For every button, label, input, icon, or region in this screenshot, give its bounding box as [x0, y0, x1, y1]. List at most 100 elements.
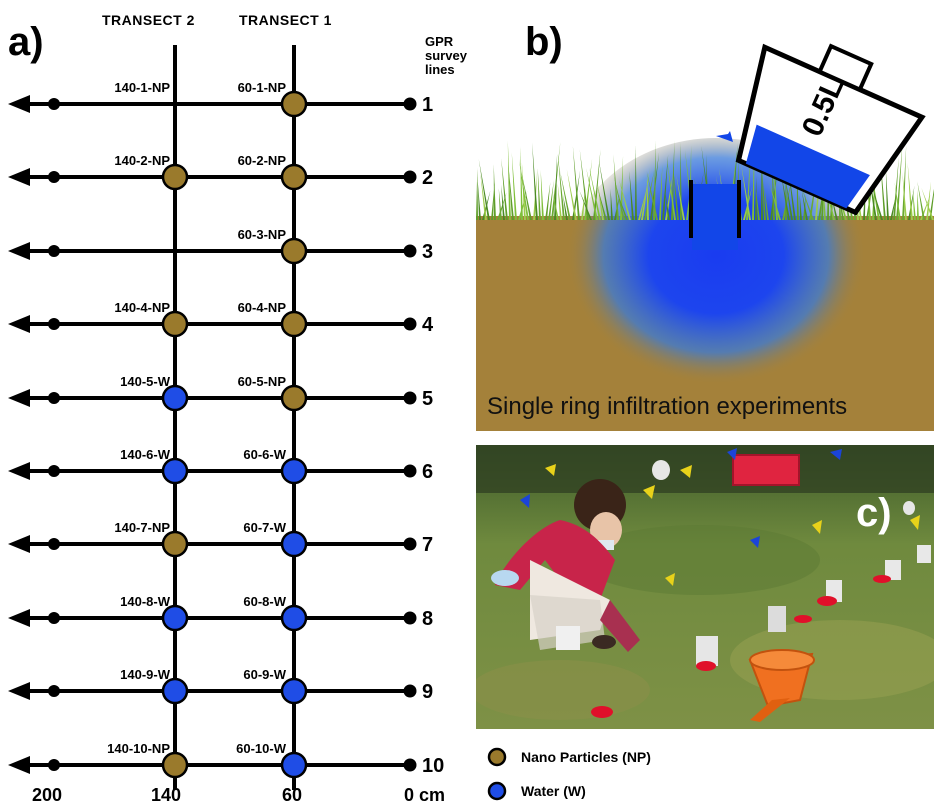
grass-blade: [740, 162, 751, 220]
grass-blade: [476, 168, 478, 220]
axis-label-0-cm: 0 cm: [404, 785, 445, 805]
gpr-label-line-3: lines: [425, 62, 455, 77]
transect-2-sample-label: 140-2-NP: [114, 153, 170, 168]
grass-blade: [666, 157, 676, 220]
pour-stream: [716, 131, 733, 142]
line-endpoint-dot: [48, 98, 60, 110]
transect-1-sample-label: 60-10-W: [236, 741, 287, 756]
transect-1-sample-label: 60-8-W: [243, 594, 286, 609]
marker-flags: [520, 448, 920, 586]
gpr-line-number: 5: [422, 388, 433, 410]
gpr-line-row: 140-9-W 60-9-W 9: [8, 667, 433, 705]
sample-point-w: [161, 604, 189, 632]
axis-label-60: 60: [282, 785, 302, 805]
grass-blade: [520, 146, 523, 220]
red-crate: [732, 454, 800, 486]
line-endpoint-dot: [48, 759, 60, 771]
sample-point-np: [280, 384, 308, 412]
grass-blade: [618, 178, 631, 220]
grass-blade: [572, 145, 580, 220]
grass-blade: [579, 190, 592, 220]
gpr-line-number: 8: [422, 608, 433, 630]
grass-blade: [638, 188, 647, 220]
arrow-head-icon: [8, 389, 30, 407]
line-endpoint-dot: [48, 465, 60, 477]
grass-blade: [870, 179, 883, 220]
line-endpoint-dot: [403, 97, 417, 111]
line-endpoint-dot: [403, 464, 417, 478]
panel-c-field-photo: c): [476, 445, 934, 729]
researcher-figure: [491, 479, 640, 652]
grass-blade: [785, 178, 793, 220]
gpr-line-number: 9: [422, 681, 433, 703]
grass-blade: [801, 185, 814, 220]
gpr-line-number: 10: [422, 755, 444, 777]
transect-2-sample-label: 140-9-W: [120, 667, 171, 682]
line-endpoint-dot: [403, 317, 417, 331]
grass-blade: [894, 182, 901, 220]
transect-1-sample-label: 60-2-NP: [238, 153, 287, 168]
sample-cups: [591, 460, 931, 718]
line-endpoint-dot: [403, 244, 417, 258]
grass-blade: [761, 161, 766, 220]
grass-blade: [885, 167, 889, 220]
grass-blade: [613, 175, 625, 220]
orange-funnel: [748, 649, 815, 722]
grass-blade: [926, 181, 931, 220]
sample-point-w: [161, 677, 189, 705]
grass-blade: [557, 183, 562, 220]
transect-1-sample-label: 60-1-NP: [238, 80, 287, 95]
sample-point-w: [280, 457, 308, 485]
grass-blade: [562, 194, 568, 220]
arrow-head-icon: [8, 682, 30, 700]
transect-1-sample-label: 60-9-W: [243, 667, 286, 682]
grass-blade: [890, 194, 897, 220]
grass-blade: [646, 172, 649, 220]
grass-blade: [755, 188, 760, 220]
grass-blade: [755, 176, 757, 220]
grass-blade: [917, 190, 919, 220]
transect-1-sample-label: 60-6-W: [243, 447, 286, 462]
transect-2-sample-label: 140-5-W: [120, 374, 171, 389]
sample-point-np: [280, 163, 308, 191]
panel-b-illustration: 0.5L Single ring infiltration experiment…: [476, 20, 934, 431]
grass-blade: [508, 164, 514, 220]
grass-blade: [772, 146, 778, 220]
transect-2-sample-label: 140-6-W: [120, 447, 171, 462]
grass-blade: [498, 188, 502, 220]
sample-point-np: [280, 310, 308, 338]
grass-blade: [511, 152, 517, 220]
panel-a-grid: a) TRANSECT 2 TRANSECT 1 GPR survey line…: [8, 12, 468, 805]
sample-point-w: [280, 751, 308, 779]
grass-blade: [653, 140, 656, 220]
line-endpoint-dot: [48, 538, 60, 550]
grass-blade: [917, 181, 925, 220]
sample-point-np: [161, 310, 189, 338]
line-endpoint-dot: [48, 245, 60, 257]
measuring-jug-icon: 0.5L: [735, 43, 926, 216]
grass-blade: [559, 170, 571, 220]
grass-blade: [672, 165, 679, 220]
grass-blade: [610, 189, 613, 220]
transect-1-sample-label: 60-5-NP: [238, 374, 287, 389]
sample-point-w: [161, 384, 189, 412]
grass-blade: [551, 141, 561, 220]
transect-2-sample-label: 140-4-NP: [114, 300, 170, 315]
grass-blade: [801, 190, 808, 220]
grass-blade: [518, 159, 529, 220]
grass-blade: [597, 187, 607, 220]
transect-2-sample-label: 140-8-W: [120, 594, 171, 609]
grass-blade: [616, 190, 628, 220]
field-shadow-band: [476, 445, 934, 493]
arrow-head-icon: [8, 535, 30, 553]
legend-water-swatch: [487, 781, 507, 801]
line-endpoint-dot: [403, 391, 417, 405]
grass-blade: [629, 170, 634, 220]
gpr-line-number: 1: [422, 94, 433, 116]
grass-blade: [566, 169, 577, 220]
